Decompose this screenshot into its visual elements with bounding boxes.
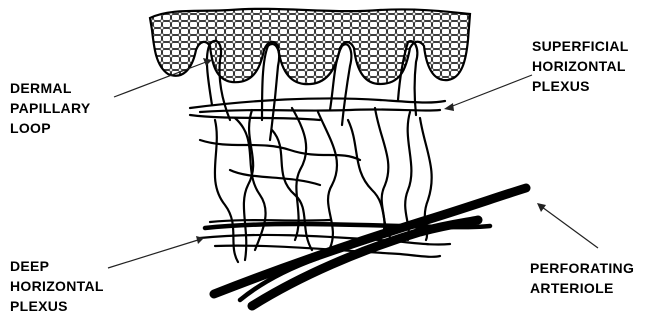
- label-line: SUPERFICIAL: [532, 36, 629, 56]
- epidermis-layer: [140, 0, 480, 90]
- label-line: PLEXUS: [10, 296, 104, 316]
- superficial-plexus-vessels: [190, 98, 445, 120]
- label-line: DEEP: [10, 256, 104, 276]
- label-line: HORIZONTAL: [532, 56, 629, 76]
- deep-horizontal-plexus-label: DEEP HORIZONTAL PLEXUS: [10, 256, 104, 316]
- label-line: LOOP: [10, 118, 90, 138]
- label-line: PLEXUS: [532, 76, 629, 96]
- label-line: DERMAL: [10, 78, 90, 98]
- leader-arrows: [108, 58, 598, 268]
- label-line: ARTERIOLE: [530, 278, 634, 298]
- dermal-papillary-loop-label: DERMAL PAPILLARY LOOP: [10, 78, 90, 138]
- label-line: PERFORATING: [530, 258, 634, 278]
- perforating-arteriole-label: PERFORATING ARTERIOLE: [530, 258, 634, 298]
- label-line: PAPILLARY: [10, 98, 90, 118]
- label-line: HORIZONTAL: [10, 276, 104, 296]
- superficial-horizontal-plexus-label: SUPERFICIAL HORIZONTAL PLEXUS: [532, 36, 629, 96]
